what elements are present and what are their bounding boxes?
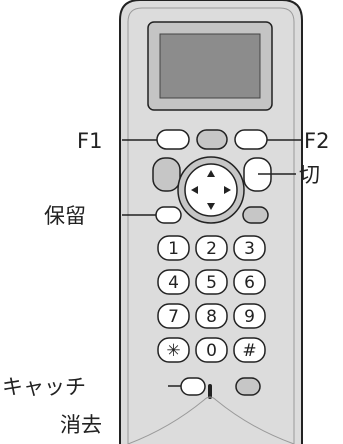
clear-label: 消去 xyxy=(60,413,102,437)
key-hash-label: # xyxy=(242,341,256,361)
key-asterisk[interactable] xyxy=(157,337,190,363)
handset-bottom-curve xyxy=(127,396,295,444)
f2-key[interactable] xyxy=(234,129,268,150)
key-5[interactable] xyxy=(195,269,228,295)
key-asterisk-label: ✳ xyxy=(166,341,180,361)
f1-label: F1 xyxy=(77,129,102,153)
right-side-key[interactable] xyxy=(242,206,269,224)
key-2-label: 2 xyxy=(206,239,217,259)
key-hash[interactable] xyxy=(233,337,266,363)
key-5-label: 5 xyxy=(206,273,217,293)
catch-clear-key[interactable] xyxy=(180,377,206,396)
key-2[interactable] xyxy=(195,235,228,261)
key-7-label: 7 xyxy=(168,307,179,327)
key-6[interactable] xyxy=(233,269,266,295)
key-4[interactable] xyxy=(157,269,190,295)
key-9[interactable] xyxy=(233,303,266,329)
center-top-key[interactable] xyxy=(196,129,228,150)
hold-label: 保留 xyxy=(44,204,86,228)
key-1[interactable] xyxy=(157,235,190,261)
down-arrow-icon[interactable] xyxy=(207,203,215,210)
off-label: 切 xyxy=(299,163,320,187)
key-3[interactable] xyxy=(233,235,266,261)
talk-key[interactable] xyxy=(152,157,181,192)
key-8[interactable] xyxy=(195,303,228,329)
bottom-right-key[interactable] xyxy=(235,377,261,396)
key-4-label: 4 xyxy=(168,273,179,293)
key-6-label: 6 xyxy=(244,273,255,293)
left-arrow-icon[interactable] xyxy=(191,186,198,194)
f1-key[interactable] xyxy=(156,129,190,150)
key-8-label: 8 xyxy=(206,307,217,327)
key-9-label: 9 xyxy=(244,307,255,327)
key-3-label: 3 xyxy=(244,239,255,259)
up-arrow-icon[interactable] xyxy=(207,170,215,177)
key-0-label: 0 xyxy=(206,341,217,361)
key-0[interactable] xyxy=(195,337,228,363)
display-screen xyxy=(159,33,261,99)
navigator-pad[interactable] xyxy=(184,163,238,217)
key-7[interactable] xyxy=(157,303,190,329)
key-1-label: 1 xyxy=(168,239,179,259)
catch-label: キャッチ xyxy=(2,375,86,399)
numeric-keypad: 1 2 3 4 5 6 7 8 9 ✳ 0 # xyxy=(157,235,266,363)
hold-key[interactable] xyxy=(155,206,182,224)
f2-label: F2 xyxy=(304,129,329,153)
right-arrow-icon[interactable] xyxy=(224,186,231,194)
handset-inner-edge xyxy=(127,7,295,444)
microphone-slot xyxy=(208,384,212,399)
